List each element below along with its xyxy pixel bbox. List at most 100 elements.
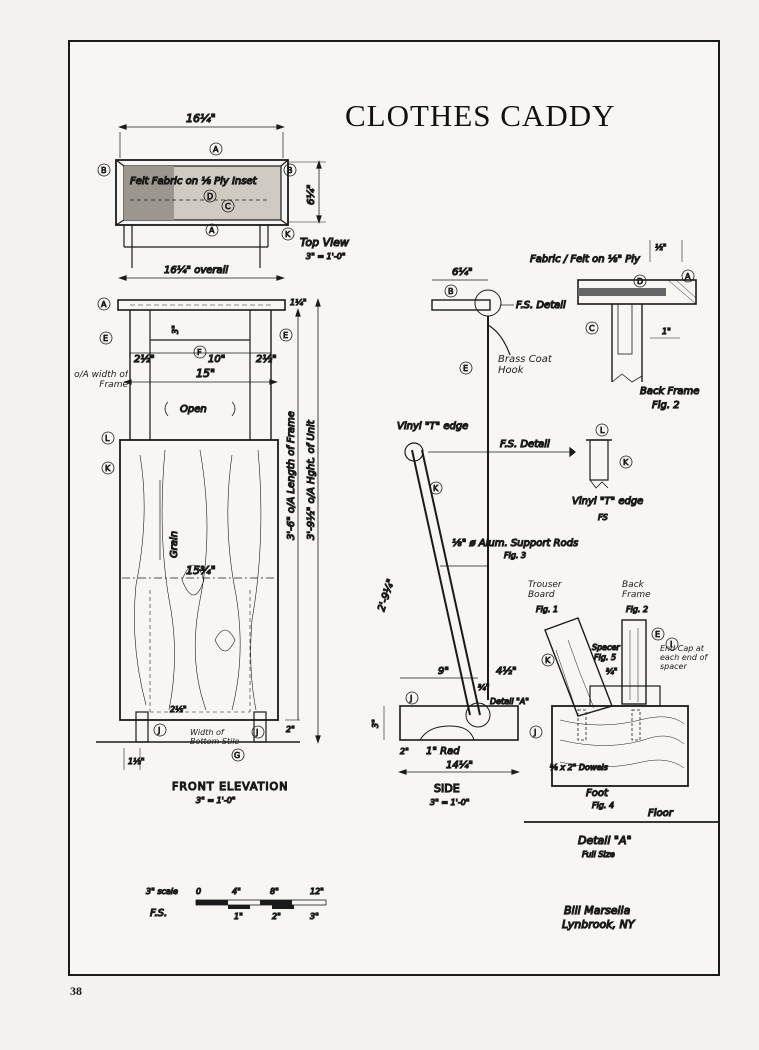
open-label: Open bbox=[180, 404, 207, 415]
foot-fig: Fig. 4 bbox=[592, 801, 614, 810]
foot-label: Foot bbox=[586, 788, 609, 799]
bottom-height-dim: 2" bbox=[286, 725, 295, 734]
front-elevation-scale: 3" = 1'-0" bbox=[196, 796, 236, 805]
half-dim: ½" bbox=[655, 243, 666, 252]
spacer-fig: Fig. 5 bbox=[594, 653, 616, 662]
callout-a-top-bottom: A bbox=[209, 226, 215, 235]
side-title: SIDE bbox=[434, 782, 460, 795]
grain-label: Grain bbox=[169, 531, 180, 558]
fabric-label: Fabric / Felt on ⅛" Ply bbox=[530, 254, 641, 265]
callout-d-top: D bbox=[207, 192, 213, 201]
stile-dim: 1½" bbox=[128, 757, 145, 766]
callout-d-fig2: D bbox=[637, 277, 643, 286]
small-dim: ¾" bbox=[478, 683, 489, 692]
back-frame-label: Back Frame bbox=[640, 386, 699, 397]
scale-tick-1in: 1" bbox=[234, 912, 243, 921]
fig2-detail: Fabric / Felt on ⅛" Ply ½" 1" Back Frame… bbox=[529, 240, 700, 412]
scale-tick-4: 4" bbox=[232, 887, 241, 896]
scale-tick-3in: 3" bbox=[310, 912, 319, 921]
detail-a-title: Detail "A" bbox=[578, 834, 632, 847]
top-view-title: Top View bbox=[300, 236, 349, 249]
callout-e-front-left: E bbox=[103, 334, 108, 343]
callout-c-top: C bbox=[225, 202, 231, 211]
top-thickness-dim: 1¼" bbox=[290, 298, 307, 307]
rods-label: ⅛" ø Alum. Support Rods bbox=[452, 538, 578, 549]
scale-tick-12: 12" bbox=[310, 887, 324, 896]
callout-e-detail: E bbox=[655, 630, 660, 639]
callout-j-front-left: J bbox=[157, 726, 160, 735]
scale-tick-0: 0 bbox=[196, 887, 201, 896]
credit-name: Bill Marsella bbox=[564, 904, 631, 917]
callout-j-front-right: J bbox=[255, 728, 258, 737]
side-right-dim: 2½" bbox=[256, 353, 277, 365]
front-elevation: 16¼" overall 1¼" 3" 2½" 10" 2½" 15" o/A … bbox=[74, 263, 321, 806]
inner-width-dim: 10" bbox=[208, 354, 225, 365]
side-height-dim: 3" bbox=[371, 719, 380, 728]
base-dim: 9" bbox=[438, 666, 449, 677]
callout-b-top-right: B bbox=[287, 166, 293, 175]
fig2-number: Fig. 2 bbox=[652, 400, 680, 411]
callout-c-fig2: C bbox=[589, 324, 595, 333]
frame-width-dim: 15" bbox=[196, 367, 215, 380]
leg-length-dim: 2'-9¼" bbox=[375, 577, 397, 612]
callout-i-detail: I bbox=[670, 640, 672, 649]
frame-length-dim: 3'-6" o/A Length of Frame bbox=[286, 411, 297, 540]
scale-label-fs: F.S. bbox=[150, 908, 167, 919]
credit-location: Lynbrook, NY bbox=[562, 918, 636, 931]
inset-label: Felt Fabric on ⅛ Ply Inset bbox=[130, 176, 258, 187]
fs-detail: Vinyl "T" edge FS bbox=[569, 439, 644, 523]
callout-b-side: B bbox=[448, 287, 454, 296]
trouser-fig: Fig. 1 bbox=[536, 605, 558, 614]
side-view: 6¼" F.S. Detail Brass Coat Hook Vinyl "T… bbox=[370, 265, 578, 807]
frame-width-note: o/A width of Frame bbox=[74, 370, 128, 390]
offset-dim: 2" bbox=[400, 747, 409, 756]
one-dim: 1" bbox=[662, 327, 671, 336]
spacing-dim: 4½" bbox=[496, 665, 517, 677]
callout-l-front: L bbox=[105, 434, 110, 443]
top-view-depth-dim: 6¼" bbox=[305, 184, 317, 205]
board-width-dim: 15¾" bbox=[186, 564, 216, 577]
scale-tick-8: 8" bbox=[270, 887, 279, 896]
callout-k-top: K bbox=[285, 230, 291, 239]
stile-note: Width of Bottom Stile bbox=[190, 728, 240, 746]
side-fs-detail-label: F.S. Detail bbox=[516, 300, 566, 311]
side-left-dim: 2½" bbox=[134, 353, 155, 365]
bottom-dim: 2½" bbox=[170, 705, 187, 714]
front-elevation-title: FRONT ELEVATION bbox=[172, 780, 288, 793]
base-length-dim: 14¼" bbox=[446, 759, 473, 771]
spacer-label: Spacer bbox=[592, 643, 620, 652]
top-view-scale: 3" = 1'-0" bbox=[306, 252, 346, 261]
fs-vinyl-label: Vinyl "T" edge bbox=[572, 496, 643, 507]
overall-dim: 16¼" overall bbox=[164, 264, 228, 276]
page-number: 38 bbox=[70, 984, 82, 998]
back-fig: Fig. 2 bbox=[626, 605, 648, 614]
callout-e-front-right: E bbox=[283, 331, 288, 340]
top-view-width-dim: 16¼" bbox=[186, 112, 216, 125]
fs-label: FS bbox=[598, 513, 608, 522]
floor-label: Floor bbox=[648, 808, 674, 819]
callout-a-top: A bbox=[213, 145, 219, 154]
side-fs-detail-2: F.S. Detail bbox=[500, 439, 550, 450]
side-scale: 3" = 1'-0" bbox=[430, 798, 470, 807]
callouts: A B B C D A K A E E F L K J J G B E K J … bbox=[97, 142, 695, 762]
unit-height-dim: 3'-9½" o/A Hght. of Unit bbox=[305, 419, 317, 540]
callout-e-side: E bbox=[463, 364, 468, 373]
rad-label: 1" Rad bbox=[426, 746, 460, 757]
end-cap-label: End Cap at each end of spacer bbox=[660, 644, 708, 671]
callout-k-front: K bbox=[105, 464, 111, 473]
callout-g-front: G bbox=[234, 751, 240, 760]
callout-a-fig2: A bbox=[685, 272, 691, 281]
callout-b-top: B bbox=[101, 166, 107, 175]
callout-j-side: J bbox=[409, 694, 412, 703]
detail-a-scale: Full Size bbox=[582, 850, 615, 859]
trouser-board-label: Trouser Board bbox=[528, 580, 562, 600]
callout-k-side: K bbox=[433, 484, 439, 493]
dowels-label: ⅜ x 2" Dowels bbox=[550, 763, 608, 772]
detail-ref: Detail "A" bbox=[490, 697, 529, 706]
spacer-dim: ¾" bbox=[606, 667, 617, 676]
rail-depth-dim: 3" bbox=[171, 325, 180, 334]
top-view: 16¼" 6¼" Felt Fabric on ⅛ Ply Inset Top … bbox=[115, 111, 350, 268]
vinyl-label: Vinyl "T" edge bbox=[397, 421, 468, 432]
scale-label-3in: 3" scale bbox=[146, 887, 178, 896]
